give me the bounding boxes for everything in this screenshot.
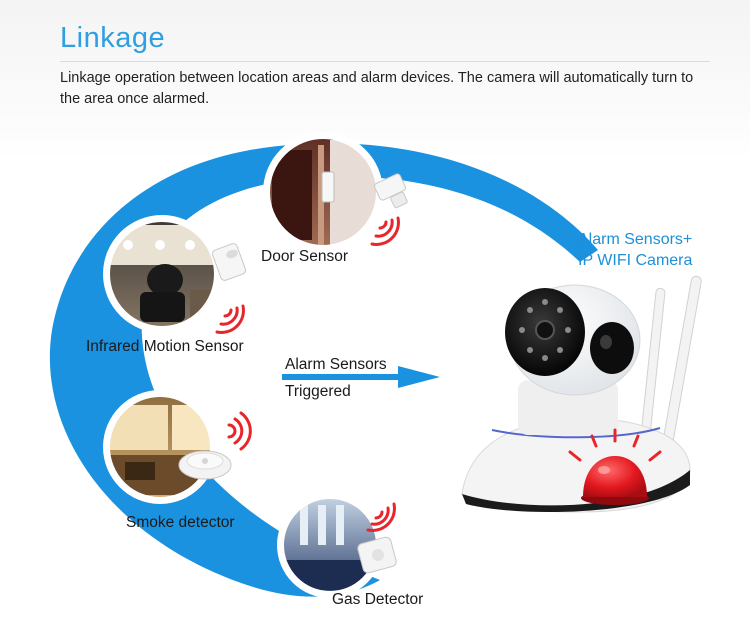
smoke-detector-bubble bbox=[103, 390, 252, 504]
infrared-signal-icon bbox=[215, 304, 245, 334]
camera-label-line2: IP WIFI Camera bbox=[578, 252, 693, 269]
motion-sensor-device-icon bbox=[211, 243, 247, 281]
door-sensor-bubble bbox=[263, 132, 408, 252]
ip-camera-icon bbox=[461, 275, 702, 513]
trigger-arrow-icon bbox=[282, 366, 440, 388]
gas-detector-bubble bbox=[277, 492, 397, 598]
door-signal-icon bbox=[370, 216, 400, 246]
arrow-label-bottom: Triggered bbox=[285, 383, 351, 400]
camera-label-line1: Alarm Sensors+ bbox=[578, 231, 693, 248]
gas-signal-icon bbox=[366, 502, 396, 532]
door-sensor-device-icon bbox=[373, 173, 408, 209]
smoke-signal-icon bbox=[227, 411, 252, 451]
page-title: Linkage bbox=[60, 22, 166, 54]
gas-detector-label: Gas Detector bbox=[332, 591, 424, 608]
gas-detector-device-icon bbox=[357, 536, 397, 574]
header-band bbox=[0, 0, 750, 160]
infrared-sensor-bubble bbox=[103, 215, 247, 334]
door-sensor-label: Door Sensor bbox=[261, 248, 349, 265]
title-divider bbox=[60, 61, 710, 62]
infrared-sensor-label: Infrared Motion Sensor bbox=[86, 338, 244, 355]
page-description: Linkage operation between location areas… bbox=[60, 70, 694, 107]
smoke-detector-device-icon bbox=[178, 450, 232, 480]
alarm-siren-icon bbox=[568, 428, 662, 505]
arrow-label-top: Alarm Sensors bbox=[285, 356, 387, 373]
smoke-detector-label: Smoke detector bbox=[126, 514, 235, 531]
